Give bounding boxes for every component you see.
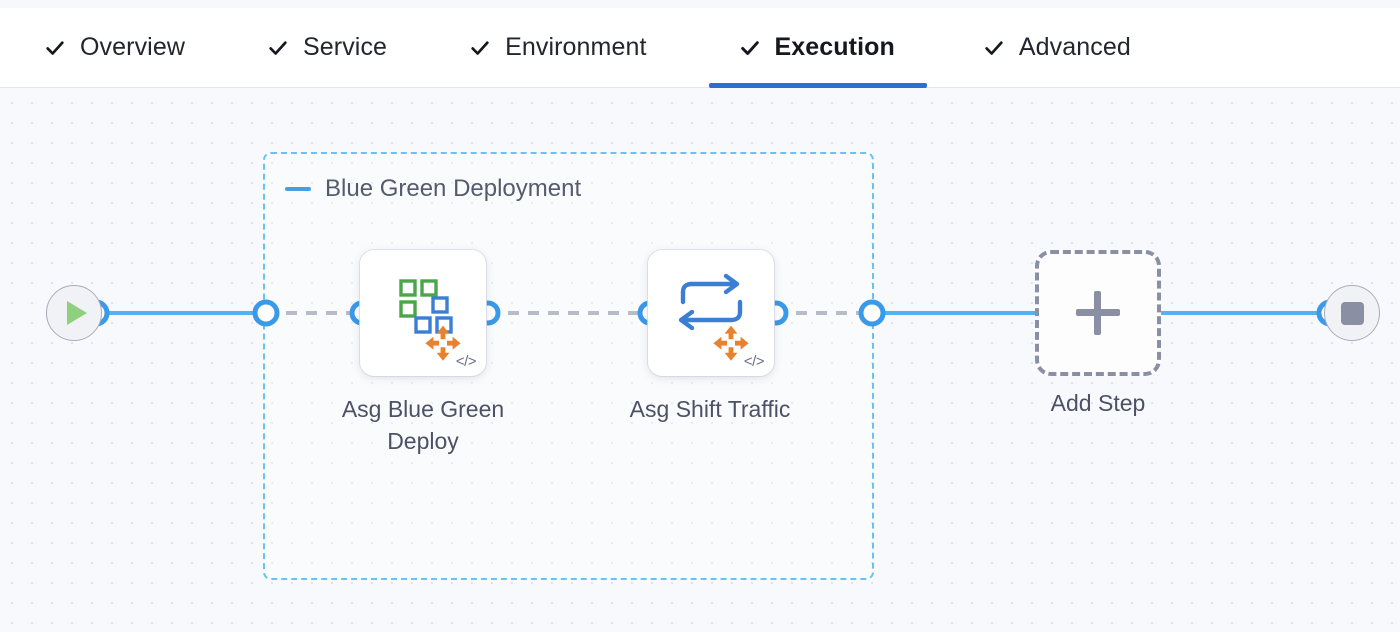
check-icon: [267, 37, 289, 59]
tab-label: Environment: [505, 33, 647, 61]
tab-label: Service: [303, 33, 388, 61]
pipeline-canvas[interactable]: Blue Green Deployment: [0, 89, 1400, 632]
stage-group-header[interactable]: Blue Green Deployment: [285, 175, 581, 203]
minus-icon[interactable]: [285, 187, 311, 191]
code-badge: </>: [743, 353, 765, 370]
asg-shift-traffic-icon: [678, 273, 749, 361]
tab-label: Execution: [774, 33, 895, 61]
end-node-circle[interactable]: [1324, 285, 1380, 341]
wizard-tab-bar: Overview Service Environment Execution: [0, 8, 1400, 88]
step-card[interactable]: </>: [648, 250, 774, 376]
tab-advanced[interactable]: Advanced: [927, 8, 1155, 87]
step-label: Asg Blue Green Deploy: [341, 396, 505, 454]
play-icon: [66, 301, 87, 325]
start-node-circle[interactable]: [46, 285, 102, 341]
code-badge: </>: [455, 353, 477, 370]
tab-environment[interactable]: Environment: [457, 8, 708, 87]
asg-blue-green-deploy-icon: [399, 279, 461, 361]
add-step-button[interactable]: [1035, 250, 1161, 376]
start-node[interactable]: [46, 285, 102, 341]
tab-list: Overview Service Environment Execution: [32, 8, 1155, 88]
step-label: Asg Shift Traffic: [629, 396, 791, 422]
stage-group-blue-green-deployment[interactable]: [263, 152, 874, 580]
stage-group-title: Blue Green Deployment: [325, 175, 582, 202]
tab-label: Advanced: [1018, 33, 1131, 61]
tab-execution[interactable]: Execution: [708, 8, 928, 88]
add-step-label: Add Step: [1050, 390, 1146, 416]
tab-overview[interactable]: Overview: [32, 8, 255, 87]
check-icon: [983, 37, 1005, 59]
end-node[interactable]: [1324, 285, 1380, 341]
check-icon: [739, 37, 761, 59]
step-card[interactable]: </>: [360, 250, 486, 376]
stop-icon: [1340, 301, 1364, 325]
plus-icon: [1076, 291, 1120, 335]
check-icon: [469, 37, 491, 59]
top-strip: [0, 0, 1400, 8]
tab-service[interactable]: Service: [255, 8, 457, 87]
check-icon: [44, 37, 66, 59]
tab-label: Overview: [80, 33, 185, 61]
